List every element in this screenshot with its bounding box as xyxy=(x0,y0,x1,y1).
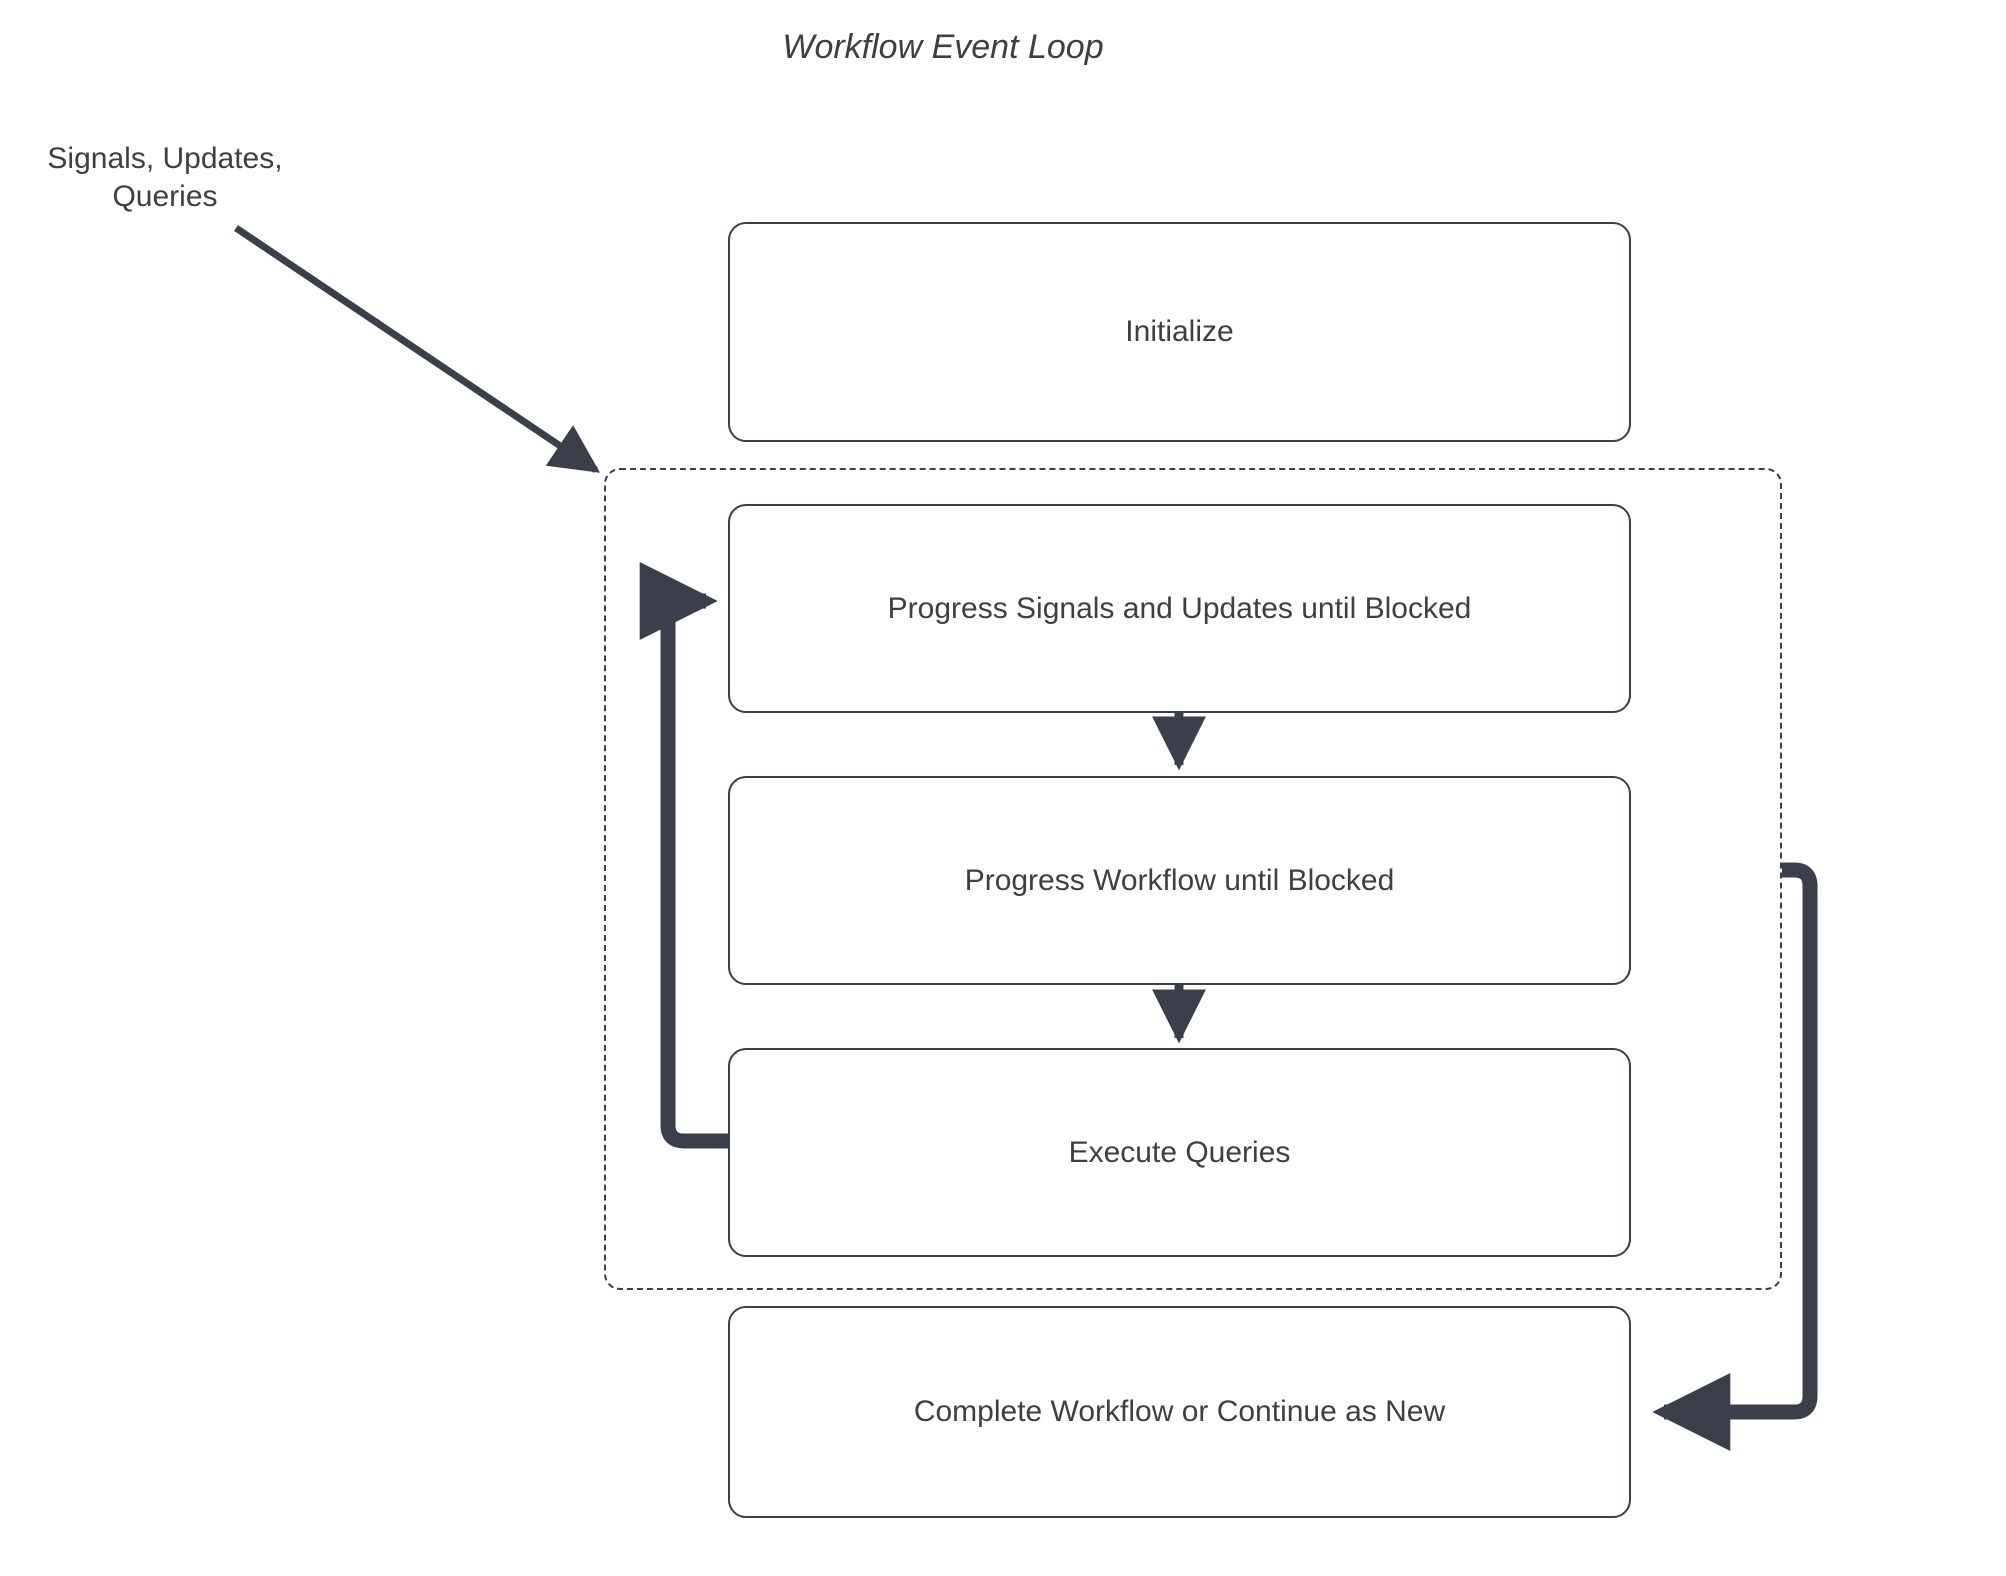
inbound-signals-label: Signals, Updates, Queries xyxy=(47,142,283,213)
node-complete-workflow-label: Complete Workflow or Continue as New xyxy=(913,1395,1446,1428)
node-progress-signals[interactable]: Progress Signals and Updates until Block… xyxy=(728,504,1631,713)
edge-loop-back xyxy=(639,562,728,1149)
node-initialize-label: Initialize xyxy=(1125,315,1234,348)
edge-group-to-complete xyxy=(1652,862,1818,1451)
node-progress-workflow[interactable]: Progress Workflow until Blocked xyxy=(728,776,1631,985)
page-title: Workflow Event Loop xyxy=(782,28,1104,66)
event-loop-group xyxy=(604,468,1782,1290)
edge-inbound-signals xyxy=(234,225,601,473)
node-execute-queries-label: Execute Queries xyxy=(1068,1135,1291,1169)
node-progress-signals-label: Progress Signals and Updates until Block… xyxy=(887,591,1472,625)
node-complete-workflow[interactable]: Complete Workflow or Continue as New xyxy=(728,1306,1631,1518)
node-progress-workflow-label: Progress Workflow until Blocked xyxy=(964,863,1395,897)
node-execute-queries[interactable]: Execute Queries xyxy=(728,1048,1631,1257)
node-initialize[interactable]: Initialize xyxy=(728,222,1631,442)
